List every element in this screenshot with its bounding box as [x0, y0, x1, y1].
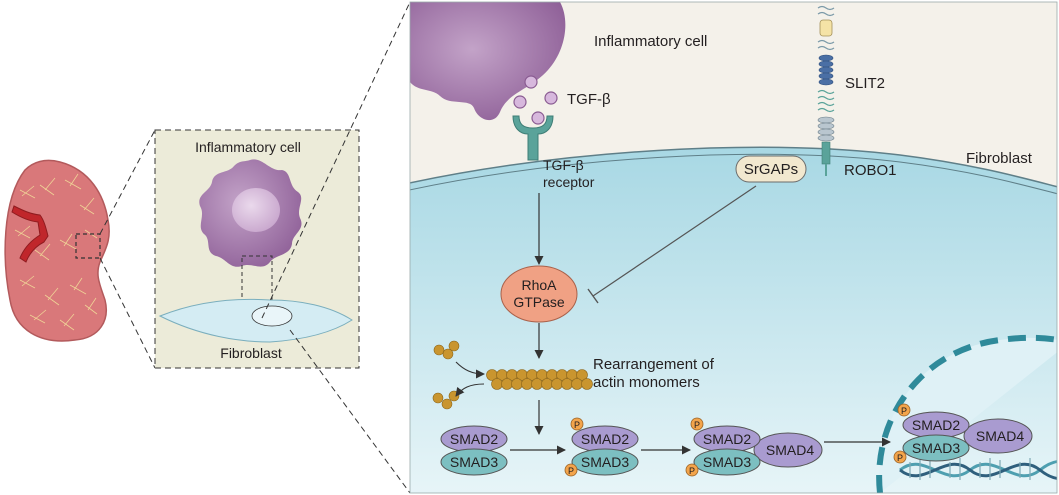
- phospho-label-2a: P: [574, 420, 580, 430]
- smad2-label-4: SMAD2: [912, 417, 960, 433]
- smad4-node-4: [963, 418, 1033, 454]
- smad3-label-2: SMAD3: [581, 454, 629, 470]
- tgfb-label: TGF-β: [567, 91, 611, 108]
- smad2-label-2: SMAD2: [581, 431, 629, 447]
- inset-fibroblast-nucleus: [251, 305, 293, 327]
- zoom-line-kidney-bottom: [99, 257, 156, 369]
- robo1-receptor: [817, 89, 835, 176]
- kidney-fibrosis-pattern: [14, 173, 98, 331]
- tgfb-receptor-label-line2: receptor: [543, 174, 595, 190]
- actin-label-line2: actin monomers: [593, 374, 700, 391]
- phospho-label-3a: P: [694, 420, 700, 430]
- main-panel-border: [409, 1, 1058, 494]
- main-inflammatory-cell: [410, 2, 566, 121]
- rhoa-label-line1: RhoA: [521, 277, 557, 293]
- phospho-badge-4b: [893, 450, 907, 464]
- main-panel: Inflammatory cell TGF-β TGF-β receptor: [409, 1, 1058, 494]
- kidney: [4, 159, 110, 342]
- main-fibroblast-label: Fibroblast: [966, 150, 1033, 167]
- actin-filament: [486, 369, 593, 390]
- phospho-badge-3b: [685, 463, 699, 477]
- zoom-line-inset-bottom: [289, 329, 411, 494]
- main-inflammatory-label: Inflammatory cell: [594, 33, 707, 50]
- tgfb-ligands: [513, 75, 558, 125]
- smad4-label-3: SMAD4: [766, 442, 814, 458]
- inset-panel: Inflammatory cell Fibroblast: [154, 129, 360, 369]
- smad3-node-2: [571, 448, 639, 476]
- kidney-zoom-box: [75, 233, 101, 259]
- tgfb-receptor-label-line1: TGF-β: [543, 157, 584, 173]
- inset-inflammatory-label: Inflammatory cell: [195, 139, 301, 155]
- smad3-node-3: [693, 448, 761, 476]
- main-membrane-inner: [410, 153, 1057, 195]
- phospho-badge-3a: [690, 417, 704, 431]
- kidney-shape: [4, 159, 110, 342]
- phospho-label-3b: P: [689, 466, 695, 476]
- smad2-label-3: SMAD2: [703, 431, 751, 447]
- actin-free-monomers: [432, 340, 460, 410]
- smad3-label-1: SMAD3: [450, 454, 498, 470]
- actin-arrow-top: [455, 361, 485, 379]
- phospho-label-4a: P: [901, 406, 907, 416]
- smad-complex-3: SMAD4 SMAD2 SMAD3 P P: [685, 417, 823, 477]
- tgfb-receptor: [512, 115, 554, 161]
- smad3-node-1: [440, 448, 508, 476]
- phospho-badge-2a: [570, 417, 584, 431]
- phospho-label-4b: P: [897, 453, 903, 463]
- smad3-node-4: [902, 434, 970, 462]
- smad4-node-3: [753, 432, 823, 468]
- slit2-label: SLIT2: [845, 75, 885, 92]
- actin-label-line1: Rearrangement of: [593, 356, 715, 373]
- phospho-label-2b: P: [568, 466, 574, 476]
- actin-arrow-bottom: [455, 383, 485, 397]
- inset-fibroblast-label: Fibroblast: [220, 345, 282, 361]
- phospho-badge-4a: [897, 403, 911, 417]
- phospho-badge-2b: [564, 463, 578, 477]
- srgaps-node: [735, 155, 807, 183]
- zoom-line-inset-top: [261, 1, 411, 319]
- smad4-label-4: SMAD4: [976, 428, 1024, 444]
- smad2-label-1: SMAD2: [450, 431, 498, 447]
- smad3-label-3: SMAD3: [703, 454, 751, 470]
- slit2-ligand: [817, 5, 835, 86]
- inset-cell-nucleus: [232, 188, 280, 232]
- robo1-label: ROBO1: [844, 162, 897, 179]
- srgaps-label: SrGAPs: [744, 161, 798, 178]
- renal-vessels: [11, 205, 49, 263]
- smad-complex-2: SMAD2 SMAD3 P P: [564, 417, 639, 477]
- rhoa-label-line2: GTPase: [513, 294, 565, 310]
- inhibition-srgaps-to-rhoa: [587, 185, 757, 304]
- smad-complex-4: SMAD4 SMAD2 SMAD3 P P: [893, 403, 1033, 464]
- smad-complex-1: SMAD2 SMAD3: [440, 425, 508, 476]
- dna-helix: [899, 458, 1057, 480]
- smad3-label-4: SMAD3: [912, 440, 960, 456]
- rhoa-gtpase-node: [500, 265, 578, 323]
